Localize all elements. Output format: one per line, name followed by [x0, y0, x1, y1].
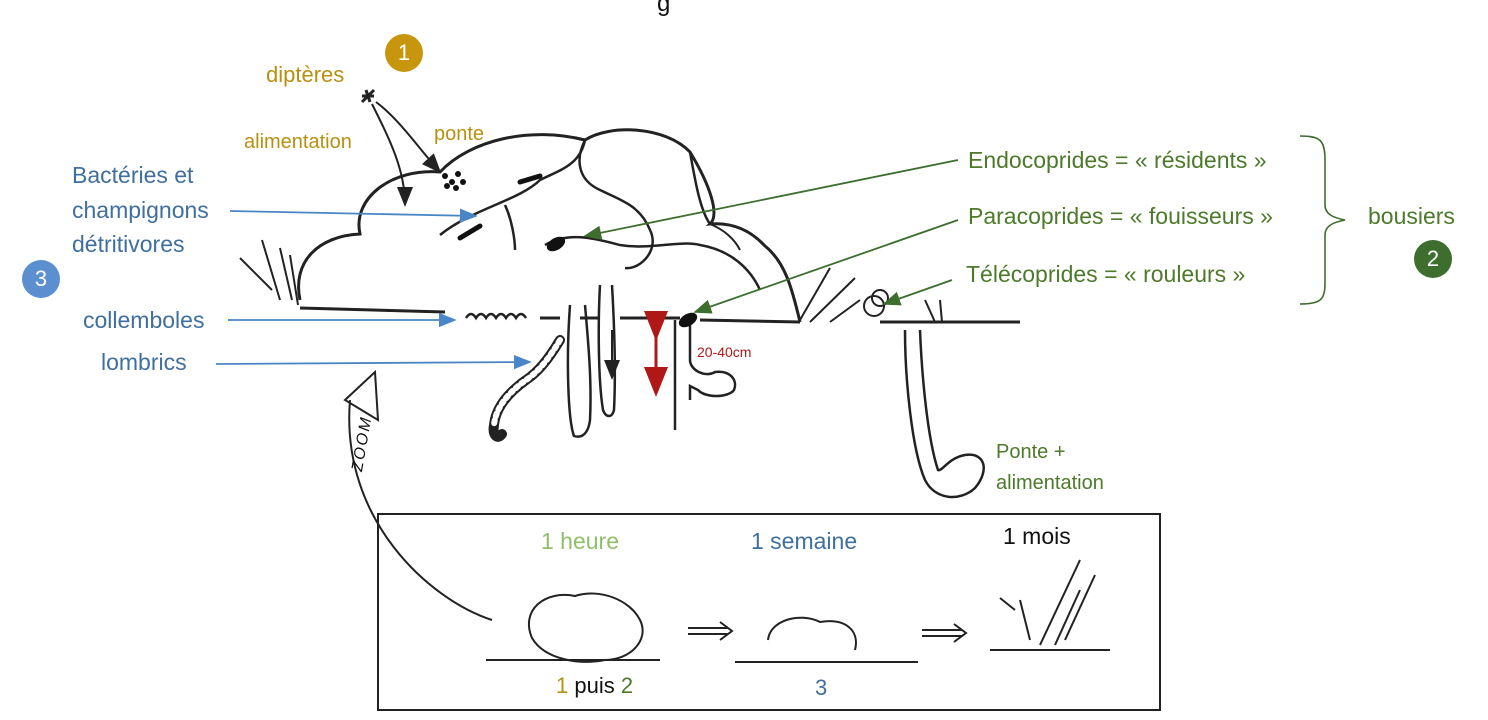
label-collemboles: collemboles [83, 307, 205, 333]
timeline-mois: 1 mois [1003, 523, 1071, 549]
inset-box [377, 513, 1161, 711]
label-ponte: ponte [434, 123, 485, 145]
earthworm-tunnel [566, 304, 592, 438]
grass-tuft [239, 239, 299, 306]
label-endocoprides: Endocoprides = « résidents » [968, 147, 1267, 173]
step-3: 3 [815, 675, 828, 700]
paracopride-beetle [678, 312, 698, 328]
paracopride-burrow [673, 320, 737, 430]
dung-pat-outline [297, 128, 802, 323]
label-paracoprides: Paracoprides = « fouisseurs » [968, 203, 1273, 229]
arrow-fly-to-eggs [375, 101, 442, 174]
label-bousiers: bousiers [1368, 203, 1455, 229]
arrow-lombrics [215, 354, 532, 370]
badge-decomposers: 3 [22, 260, 60, 298]
inset-plants [999, 559, 1096, 646]
ground-line [699, 318, 801, 324]
step-2: 2 [620, 673, 634, 698]
label-bacteries-line3: détritivores [72, 231, 185, 257]
bousiers-brace [1299, 135, 1346, 305]
label-bacteries-line1: Bactéries et [72, 162, 194, 188]
telecopride-burrow [903, 329, 985, 499]
label-bacteries-line2: champignons [72, 197, 209, 223]
step-puis: puis [574, 673, 615, 698]
inset-arrow-1 [688, 621, 734, 641]
label-lombrics: lombrics [101, 349, 187, 375]
zoom-arrow [343, 369, 493, 621]
eggs-cluster [442, 171, 466, 191]
ground-line [299, 306, 446, 314]
dung-fragment [517, 173, 543, 185]
label-ponte-alimentation-line2: alimentation [996, 472, 1104, 494]
label-depth: 20-40cm [697, 344, 752, 360]
dung-crack [544, 235, 762, 291]
top-partial-text: g [657, 0, 671, 17]
paracopride-tunnel [597, 284, 617, 418]
inset-dung-1 [527, 592, 644, 663]
dung-crack [709, 223, 741, 251]
dung-fragment [457, 223, 483, 241]
arrow-telecoprides [882, 279, 953, 306]
badge-dipteres: 1 [385, 34, 423, 72]
arrow-paracoprides [693, 219, 959, 314]
badge-bousiers: 2 [1414, 240, 1452, 278]
arrow-fly-to-dung [371, 103, 413, 207]
step-one-then-two: 1 puis 2 [556, 675, 633, 697]
dung-crack [688, 151, 712, 225]
earthworm-inner [491, 337, 563, 428]
endocopride-beetle [546, 236, 566, 252]
label-telecoprides: Télécoprides = « rouleurs » [966, 261, 1246, 287]
grass-tuft [924, 299, 943, 323]
arrow-endocoprides [583, 159, 959, 240]
grass-tuft [799, 267, 861, 323]
step-1: 1 [556, 673, 569, 698]
label-ponte-alimentation-line1: Ponte + [996, 441, 1066, 463]
arrow-bacteries [229, 208, 478, 223]
dung-crack [578, 139, 654, 270]
collembole-squiggle [464, 312, 528, 321]
label-dipteres: diptères [266, 62, 345, 87]
inset-dung-2 [767, 616, 857, 651]
inset-arrow-2 [922, 623, 968, 643]
timeline-semaine: 1 semaine [751, 528, 858, 554]
fly [360, 88, 376, 104]
timeline-heure: 1 heure [541, 528, 620, 554]
dung-crack [503, 204, 517, 251]
label-alimentation: alimentation [244, 131, 352, 153]
